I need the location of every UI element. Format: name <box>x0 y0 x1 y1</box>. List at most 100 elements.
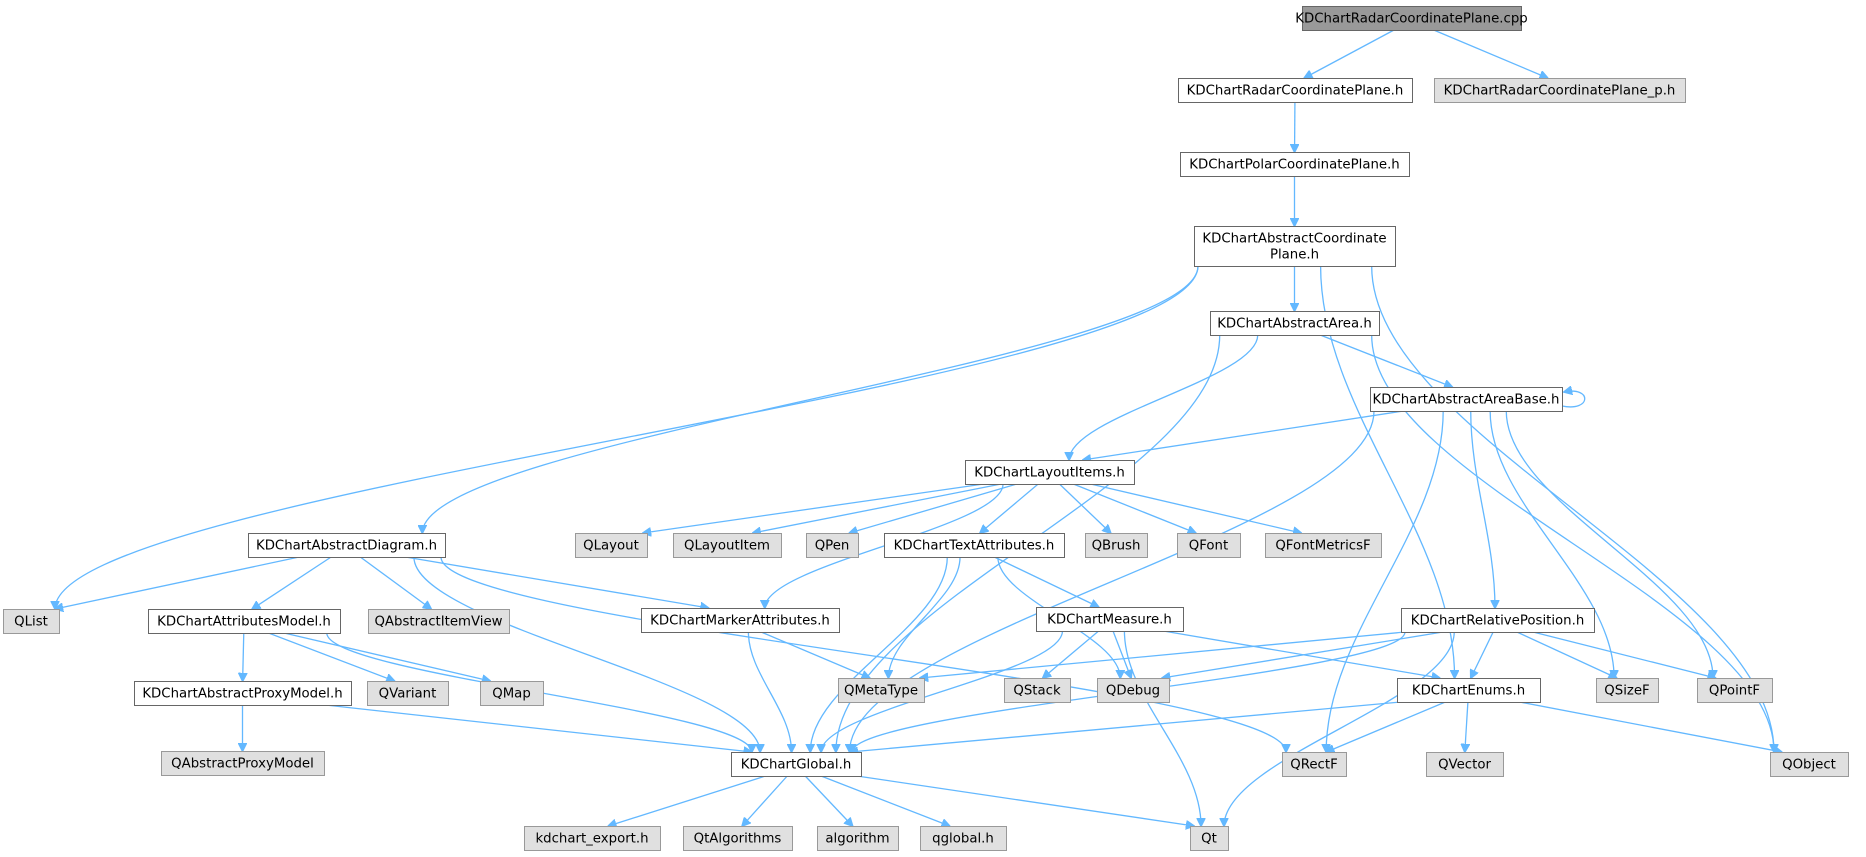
node-label: QStack <box>1013 684 1061 699</box>
node-layout_items_h[interactable]: KDChartLayoutItems.h <box>965 460 1135 485</box>
node-qdebug: QDebug <box>1097 678 1170 703</box>
edge-attr_model_h-to-qmap <box>283 632 490 681</box>
edge-layout_items_h-to-qlayout <box>643 483 984 533</box>
node-box <box>731 752 862 777</box>
node-abstract_proxy_h[interactable]: KDChartAbstractProxyModel.h <box>134 681 352 706</box>
node-label: KDChartAbstractDiagram.h <box>256 539 437 554</box>
node-box <box>1370 387 1563 412</box>
node-global_h[interactable]: KDChartGlobal.h <box>731 752 862 777</box>
node-label: QAbstractProxyModel <box>171 757 314 772</box>
node-label: KDChartMeasure.h <box>1047 613 1172 628</box>
edge-area_base_h-to-qsizef <box>1489 410 1614 678</box>
edge-global_h-to-qt <box>856 775 1194 826</box>
edge-measure_h-to-global_h <box>821 630 1064 752</box>
node-box <box>524 826 661 851</box>
edge-marker_attr_h-to-qmetatype <box>760 631 870 678</box>
node-radar_p_h: KDChartRadarCoordinatePlane_p.h <box>1434 78 1686 103</box>
node-box <box>806 533 859 558</box>
edge-rel_pos_h-to-qdebug <box>1162 631 1443 678</box>
node-polar_h[interactable]: KDChartPolarCoordinatePlane.h <box>1180 152 1410 177</box>
node-box <box>1178 78 1413 103</box>
edge-abstract_proxy_h-to-global_h <box>325 704 752 752</box>
edge-attr_model_h-to-abstract_proxy_h <box>243 632 244 681</box>
node-qglobal_h: qglobal.h <box>920 826 1007 851</box>
node-label: QPointF <box>1709 684 1760 699</box>
node-box <box>248 533 446 558</box>
node-box <box>134 681 352 706</box>
node-qpointf: QPointF <box>1697 678 1773 703</box>
node-qvector: QVector <box>1426 752 1504 777</box>
node-label: KDChartRadarCoordinatePlane.cpp <box>1295 12 1527 27</box>
node-qfontmetricsf: QFontMetricsF <box>1265 533 1382 558</box>
edge-attr_model_h-to-qvariant <box>268 632 395 681</box>
node-box <box>1036 607 1184 632</box>
node-label: KDChartAttributesModel.h <box>157 615 331 630</box>
node-box <box>368 609 510 634</box>
node-box <box>1190 826 1229 851</box>
node-box <box>1177 533 1241 558</box>
edge-text_attr_h-to-global_h <box>810 556 948 752</box>
node-label: KDChartRelativePosition.h <box>1411 614 1585 629</box>
node-label: QFontMetricsF <box>1275 539 1370 554</box>
node-label: QSizeF <box>1604 684 1649 699</box>
edge-layout_items_h-to-qfontmetricsf <box>1090 483 1302 533</box>
edge-layout_items_h-to-qbrush <box>1059 483 1110 533</box>
edge-abstract_plane_h-to-abstract_diagram_h <box>422 265 1199 533</box>
edge-abstract_area_h-to-layout_items_h <box>1069 334 1259 460</box>
node-box <box>1426 752 1504 777</box>
node-label: QLayoutItem <box>684 539 770 554</box>
node-abstract_diagram_h[interactable]: KDChartAbstractDiagram.h <box>248 533 446 558</box>
node-box <box>884 533 1065 558</box>
node-qobject: QObject <box>1770 752 1849 777</box>
edge-marker_attr_h-to-global_h <box>747 631 791 752</box>
node-algorithm: algorithm <box>817 826 899 851</box>
edge-area_base_h-to-rel_pos_h <box>1470 410 1495 608</box>
node-label: KDChartTextAttributes.h <box>894 539 1055 554</box>
node-abstract_area_h[interactable]: KDChartAbstractArea.h <box>1210 311 1380 336</box>
edge-enums_h-to-qobject <box>1519 701 1782 752</box>
node-label: kdchart_export.h <box>535 832 648 847</box>
node-box <box>1004 678 1071 703</box>
node-label: QtAlgorithms <box>694 832 782 847</box>
edge-rel_pos_h-to-qpointf <box>1532 631 1715 678</box>
edge-global_h-to-kdchart_export_h <box>608 775 766 826</box>
node-marker_attr_h[interactable]: KDChartMarkerAttributes.h <box>641 608 840 633</box>
edge-global_h-to-qglobal_h <box>820 775 950 826</box>
node-label: QVariant <box>379 687 437 702</box>
edge-abstract_area_h-to-area_base_h <box>1319 334 1452 387</box>
edge-global_h-to-algorithm <box>804 775 852 826</box>
node-label: KDChartGlobal.h <box>741 758 852 773</box>
edge-layout_items_h-to-qpen <box>849 483 1018 533</box>
node-qmetatype: QMetaType <box>838 678 925 703</box>
node-qbrush: QBrush <box>1085 533 1148 558</box>
node-text_attr_h[interactable]: KDChartTextAttributes.h <box>884 533 1065 558</box>
node-label: KDChartAbstractCoordinate <box>1202 232 1386 247</box>
node-box <box>1397 678 1541 703</box>
edge-abstract_diagram_h-to-qlist <box>55 556 300 609</box>
edges-layer <box>55 29 1782 826</box>
node-rel_pos_h[interactable]: KDChartRelativePosition.h <box>1401 608 1595 633</box>
nodes-layer: KDChartRadarCoordinatePlane.cppKDChartRa… <box>3 6 1849 851</box>
node-box <box>838 678 925 703</box>
node-enums_h[interactable]: KDChartEnums.h <box>1397 678 1541 703</box>
node-kdchart_export_h: kdchart_export.h <box>524 826 661 851</box>
node-area_base_h[interactable]: KDChartAbstractAreaBase.h <box>1370 387 1563 412</box>
edge-abstract_diagram_h-to-qabstractitemview <box>359 556 431 609</box>
node-qrectf: QRectF <box>1282 752 1347 777</box>
node-label: QBrush <box>1092 539 1141 554</box>
edge-area_base_h-to-area_base_h <box>1561 391 1586 408</box>
node-attr_model_h[interactable]: KDChartAttributesModel.h <box>148 609 341 634</box>
node-qt: Qt <box>1190 826 1229 851</box>
node-box <box>480 681 544 706</box>
node-label: algorithm <box>825 832 889 847</box>
node-label: qglobal.h <box>932 832 994 847</box>
node-box <box>1434 78 1686 103</box>
node-box <box>920 826 1007 851</box>
node-radar_h[interactable]: KDChartRadarCoordinatePlane.h <box>1178 78 1413 103</box>
edge-enums_h-to-qvector <box>1465 701 1468 752</box>
node-measure_h[interactable]: KDChartMeasure.h <box>1036 607 1184 632</box>
edge-layout_items_h-to-marker_attr_h <box>765 483 1004 608</box>
node-qlayout: QLayout <box>575 533 648 558</box>
